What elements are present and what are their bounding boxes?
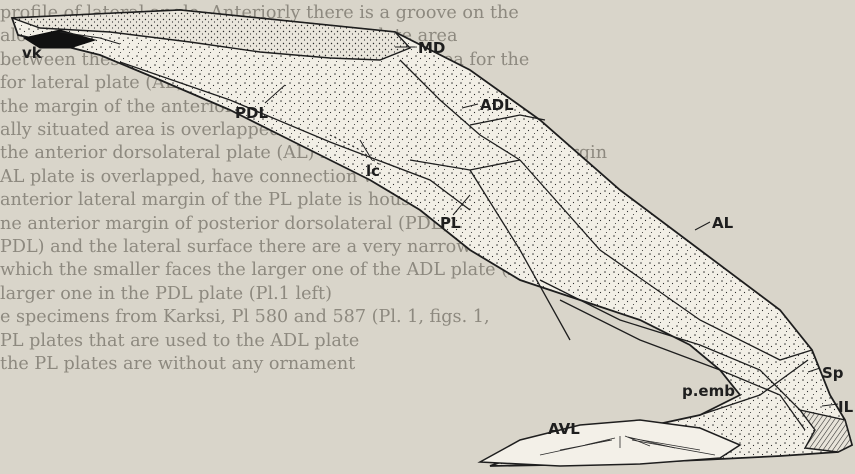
label-vk: vk <box>22 44 43 62</box>
label-al: AL <box>712 214 734 232</box>
label-il: IL <box>838 398 854 416</box>
label-md: MD <box>418 39 445 57</box>
label-avl: AVL <box>548 420 580 438</box>
label-pl: PL <box>440 214 461 232</box>
label-p-emb: p.emb <box>682 382 735 400</box>
label-lc: lc <box>366 162 380 180</box>
label-pdl: PDL <box>235 104 268 122</box>
label-sp: Sp <box>822 364 844 382</box>
label-adl: ADL <box>480 96 514 114</box>
